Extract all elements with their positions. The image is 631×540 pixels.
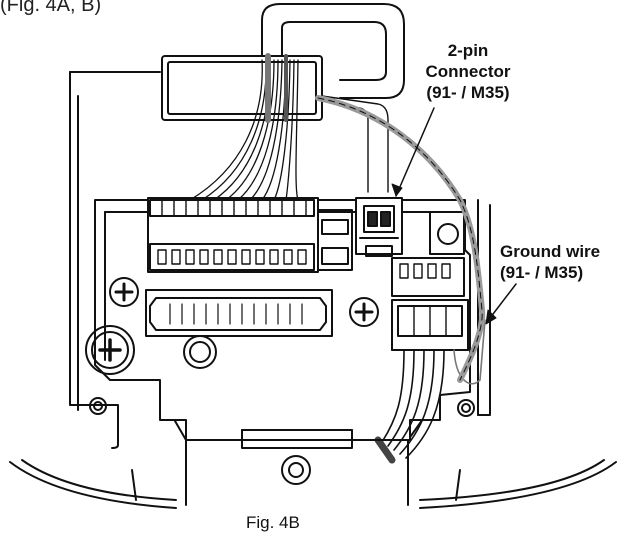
- ground-wire-callout: Ground wire (91- / M35): [500, 241, 631, 283]
- screw-right: [349, 297, 379, 327]
- bottom-hole: [281, 455, 311, 485]
- cable-loop: [261, 3, 405, 99]
- bottom-tab: [185, 429, 409, 449]
- connector-label-line3: (91- / M35): [426, 83, 510, 102]
- connector-callout: 2-pin Connector (91- / M35): [393, 40, 543, 103]
- screw-lower-left: [89, 397, 107, 415]
- screw-lower-right: [457, 399, 475, 417]
- lower-wire-bundle: [374, 319, 486, 464]
- ground-wire: [315, 95, 486, 383]
- ground-label-line2: (91- / M35): [500, 263, 584, 282]
- two-pin-connector: [321, 95, 403, 257]
- ground-label-line1: Ground wire: [500, 242, 601, 261]
- connector-label-line1: 2-pin: [447, 41, 489, 60]
- cable-bundle: [189, 53, 299, 201]
- figure-caption: Fig. 4B: [246, 513, 300, 532]
- leader-connector: [391, 107, 435, 197]
- standoff-center: [183, 335, 217, 369]
- bottom-arc-left: [9, 459, 177, 509]
- screw-large: [85, 325, 135, 375]
- leader-ground: [485, 283, 517, 325]
- connector-label-line2: Connector: [425, 62, 511, 81]
- ribbon-connector: [145, 289, 333, 337]
- pin-header-right: [391, 211, 465, 297]
- screw-left: [109, 277, 139, 307]
- multipin-connector: [147, 197, 353, 273]
- terminal-block: [391, 299, 469, 351]
- bottom-arc-right: [419, 459, 617, 509]
- partial-header-text: (Fig. 4A, B): [0, 0, 102, 16]
